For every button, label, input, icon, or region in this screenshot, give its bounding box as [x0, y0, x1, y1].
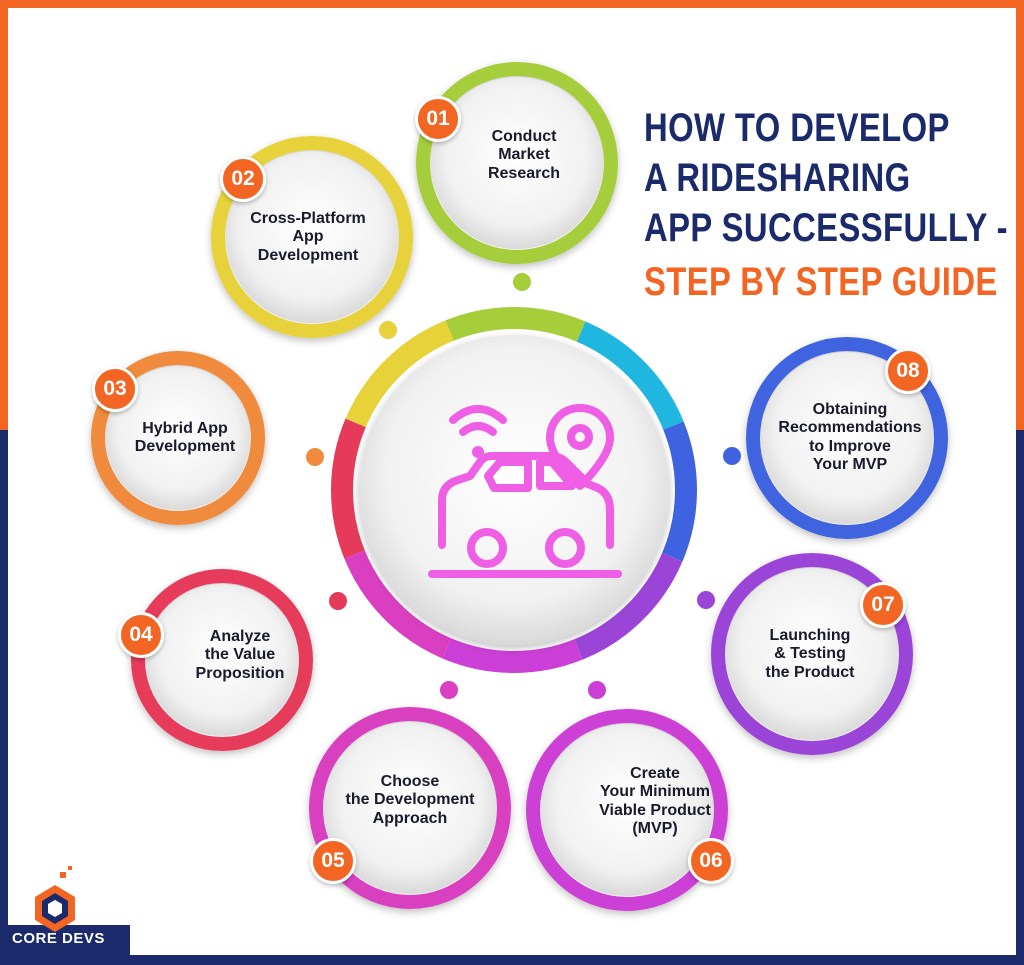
brand-name: CORE DEVS: [12, 930, 105, 947]
step-label-line: Conduct: [491, 128, 557, 145]
title-line-4: STEP BY STEP GUIDE: [644, 260, 998, 304]
step-ring-02: [211, 136, 413, 338]
step-number-badge-06: 06: [688, 838, 734, 884]
step-label-line: Approach: [372, 809, 448, 827]
step-ring-04: [131, 569, 313, 751]
step-label-line: Cross-Platform: [250, 210, 366, 227]
step-number-badge-05: 05: [310, 838, 356, 884]
step-label-line: the Product: [765, 663, 855, 681]
step-label-line: the Value: [204, 646, 276, 664]
step-label-line: Obtaining: [812, 401, 888, 418]
step-ring-01: [416, 62, 618, 264]
step-disc-02: [226, 151, 398, 323]
step-disc-01: [431, 77, 603, 249]
step-label-line: Research: [487, 164, 561, 182]
step-label-line: Proposition: [195, 664, 285, 682]
center-ring-segment: [574, 552, 683, 660]
connector-dot: [513, 273, 531, 291]
step-number-badge-02: 02: [220, 156, 266, 202]
step-label-line: App: [292, 228, 324, 246]
title-line-1: HOW TO DEVELOP: [644, 106, 950, 150]
step-ring-05: [309, 707, 511, 909]
step-label-line: Your Minimum: [600, 783, 710, 801]
step-ring-06: [526, 709, 728, 911]
step-number-badge-01: 01: [415, 96, 461, 142]
step-label-line: Viable Product: [599, 801, 711, 819]
step-number-badge-08: 08: [885, 348, 931, 394]
step-label-line: Launching: [769, 627, 851, 644]
step-label-line: Development: [257, 246, 359, 264]
connector-dot: [379, 321, 397, 339]
step-disc-07: [726, 568, 898, 740]
title-line-3: APP SUCCESSFULLY -: [644, 206, 1009, 250]
step-number-badge-07: 07: [860, 582, 906, 628]
center-ring-segment: [662, 421, 697, 562]
center-ring-segment: [344, 550, 452, 659]
center-ring-segment: [331, 418, 366, 559]
center-color-ring: [331, 307, 697, 673]
car-with-wifi-and-location-pin-icon: [428, 404, 622, 578]
step-disc-05: [324, 722, 496, 894]
step-disc-08: [761, 352, 933, 524]
step-label-line: to Improve: [809, 437, 891, 455]
connector-dot: [329, 592, 347, 610]
connector-dot: [440, 681, 458, 699]
step-ring-07: [711, 553, 913, 755]
step-label-line: Choose: [380, 773, 440, 790]
step-label-line: Recommendations: [778, 419, 922, 437]
step-disc-04: [146, 584, 298, 736]
step-label-line: Development: [134, 438, 236, 456]
step-label-line: Your MVP: [812, 456, 888, 474]
step-label-line: Create: [630, 765, 680, 782]
step-number-badge-04: 04: [118, 612, 164, 658]
step-label-line: & Testing: [774, 645, 846, 663]
logo-plate: [0, 925, 130, 965]
step-disc-03: [106, 366, 250, 510]
center-ring-segment: [442, 638, 583, 673]
step-label-line: (MVP): [632, 820, 678, 838]
connector-dots: [306, 273, 741, 699]
step-ring-03: [91, 351, 265, 525]
center-ring-segment: [445, 307, 586, 342]
connector-dot: [723, 447, 741, 465]
step-label-line: Analyze: [209, 628, 271, 645]
step-label-line: the Development: [345, 791, 475, 809]
center-ring-segment: [576, 321, 684, 430]
connector-dot: [588, 681, 606, 699]
step-label-line: Market: [498, 146, 550, 164]
step-rings: [91, 62, 948, 911]
step-number-badge-03: 03: [92, 366, 138, 412]
title-line-2: A RIDESHARING: [644, 156, 911, 200]
center-ring-segment: [345, 320, 454, 428]
connector-dot: [306, 448, 324, 466]
step-label-line: Hybrid App: [142, 420, 228, 437]
core-devs-logo-icon: [35, 866, 75, 932]
connector-dot: [697, 591, 715, 609]
step-ring-08: [746, 337, 948, 539]
step-disc-06: [541, 724, 713, 896]
